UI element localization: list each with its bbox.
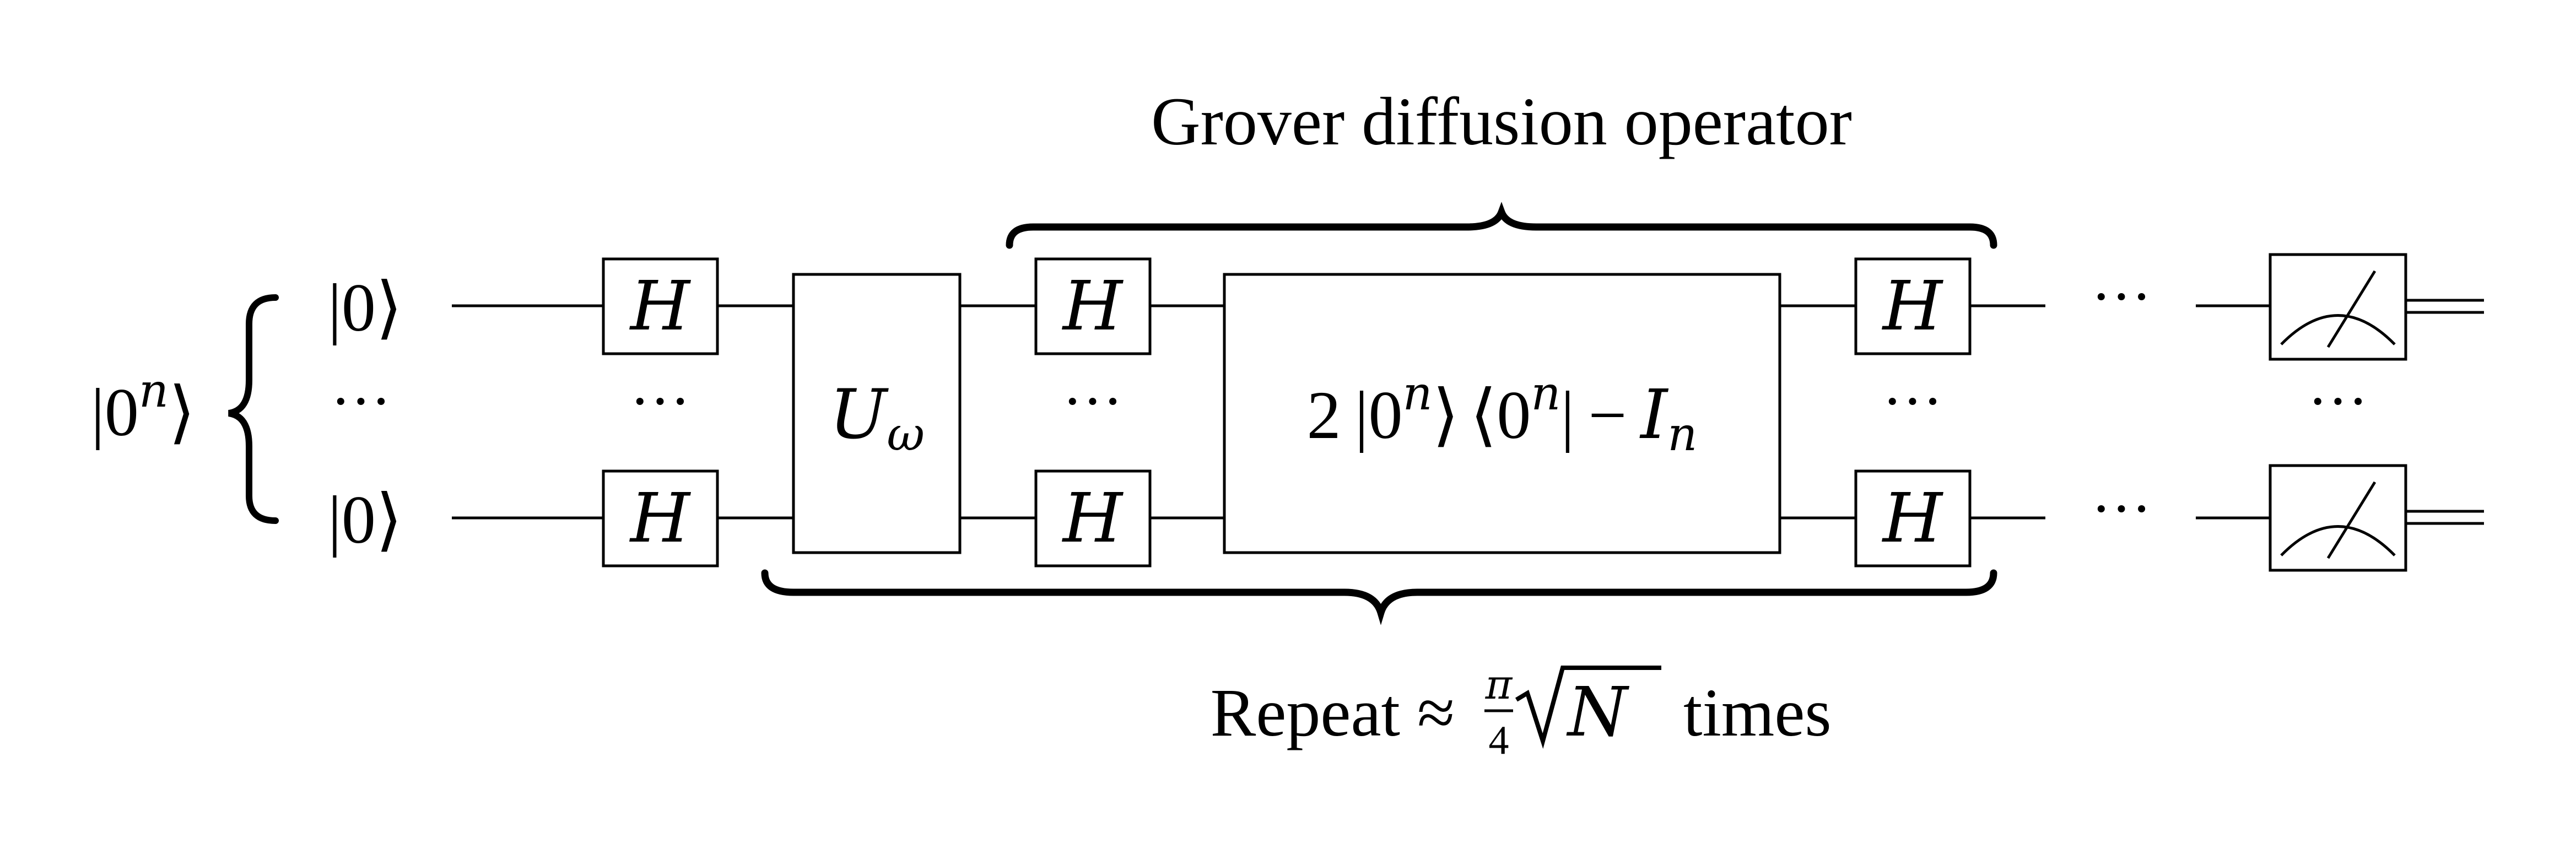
register-brace bbox=[228, 294, 279, 524]
svg-text:H: H bbox=[629, 267, 692, 346]
classical-wire bbox=[2406, 299, 2484, 314]
hadamard-gate: H bbox=[1034, 257, 1152, 355]
svg-text:Repeat ≈: Repeat ≈ bbox=[1211, 675, 1455, 750]
reflection-gate: 2|0n⟩⟨0n|−In bbox=[1223, 273, 1781, 554]
gate-dots: ··· bbox=[1882, 367, 1943, 435]
measure-dots: ··· bbox=[2308, 367, 2368, 435]
oracle-gate: Uω bbox=[792, 273, 962, 554]
hadamard-gate: H bbox=[1854, 257, 1972, 355]
svg-text:H: H bbox=[629, 479, 692, 558]
measurement-gate bbox=[2269, 464, 2407, 572]
input-register-label: |0n⟩ bbox=[91, 364, 195, 450]
measurement-gate bbox=[2269, 253, 2407, 361]
fraction-numerator: π bbox=[1485, 661, 1513, 709]
qubit-bottom-label: |0⟩ bbox=[328, 482, 402, 558]
diffusion-label: Grover diffusion operator bbox=[1151, 84, 1852, 159]
svg-text:H: H bbox=[1882, 267, 1944, 346]
gate-dots: ··· bbox=[630, 367, 690, 435]
svg-text:H: H bbox=[1062, 479, 1124, 558]
gate-dots: ··· bbox=[1062, 367, 1123, 435]
svg-text:H: H bbox=[1062, 267, 1124, 346]
qubit-dots-label: ··· bbox=[331, 367, 391, 435]
hadamard-gate: H bbox=[602, 469, 719, 567]
fraction-denominator: 4 bbox=[1489, 718, 1509, 763]
hadamard-gate: H bbox=[602, 257, 719, 355]
svg-text:|0n⟩: |0n⟩ bbox=[91, 364, 195, 450]
svg-text:H: H bbox=[1882, 479, 1944, 558]
wire-dots: ··· bbox=[2091, 475, 2152, 542]
wire-dots: ··· bbox=[2091, 263, 2152, 330]
repeat-label: Repeat ≈ π 4 N times bbox=[1211, 661, 1832, 763]
svg-text:N: N bbox=[1566, 673, 1630, 752]
hadamard-gate: H bbox=[1034, 469, 1152, 567]
svg-text:times: times bbox=[1683, 675, 1832, 750]
qubit-top-label: |0⟩ bbox=[328, 270, 402, 345]
svg-text:2|0n⟩⟨0n|−In: 2|0n⟩⟨0n|−In bbox=[1307, 366, 1698, 461]
repeat-brace bbox=[761, 569, 1997, 625]
classical-wire bbox=[2406, 510, 2484, 525]
svg-text:Uω: Uω bbox=[829, 375, 925, 461]
diffusion-brace bbox=[1006, 202, 1997, 249]
sqrt-symbol bbox=[1515, 666, 1661, 749]
hadamard-gate: H bbox=[1854, 469, 1972, 567]
